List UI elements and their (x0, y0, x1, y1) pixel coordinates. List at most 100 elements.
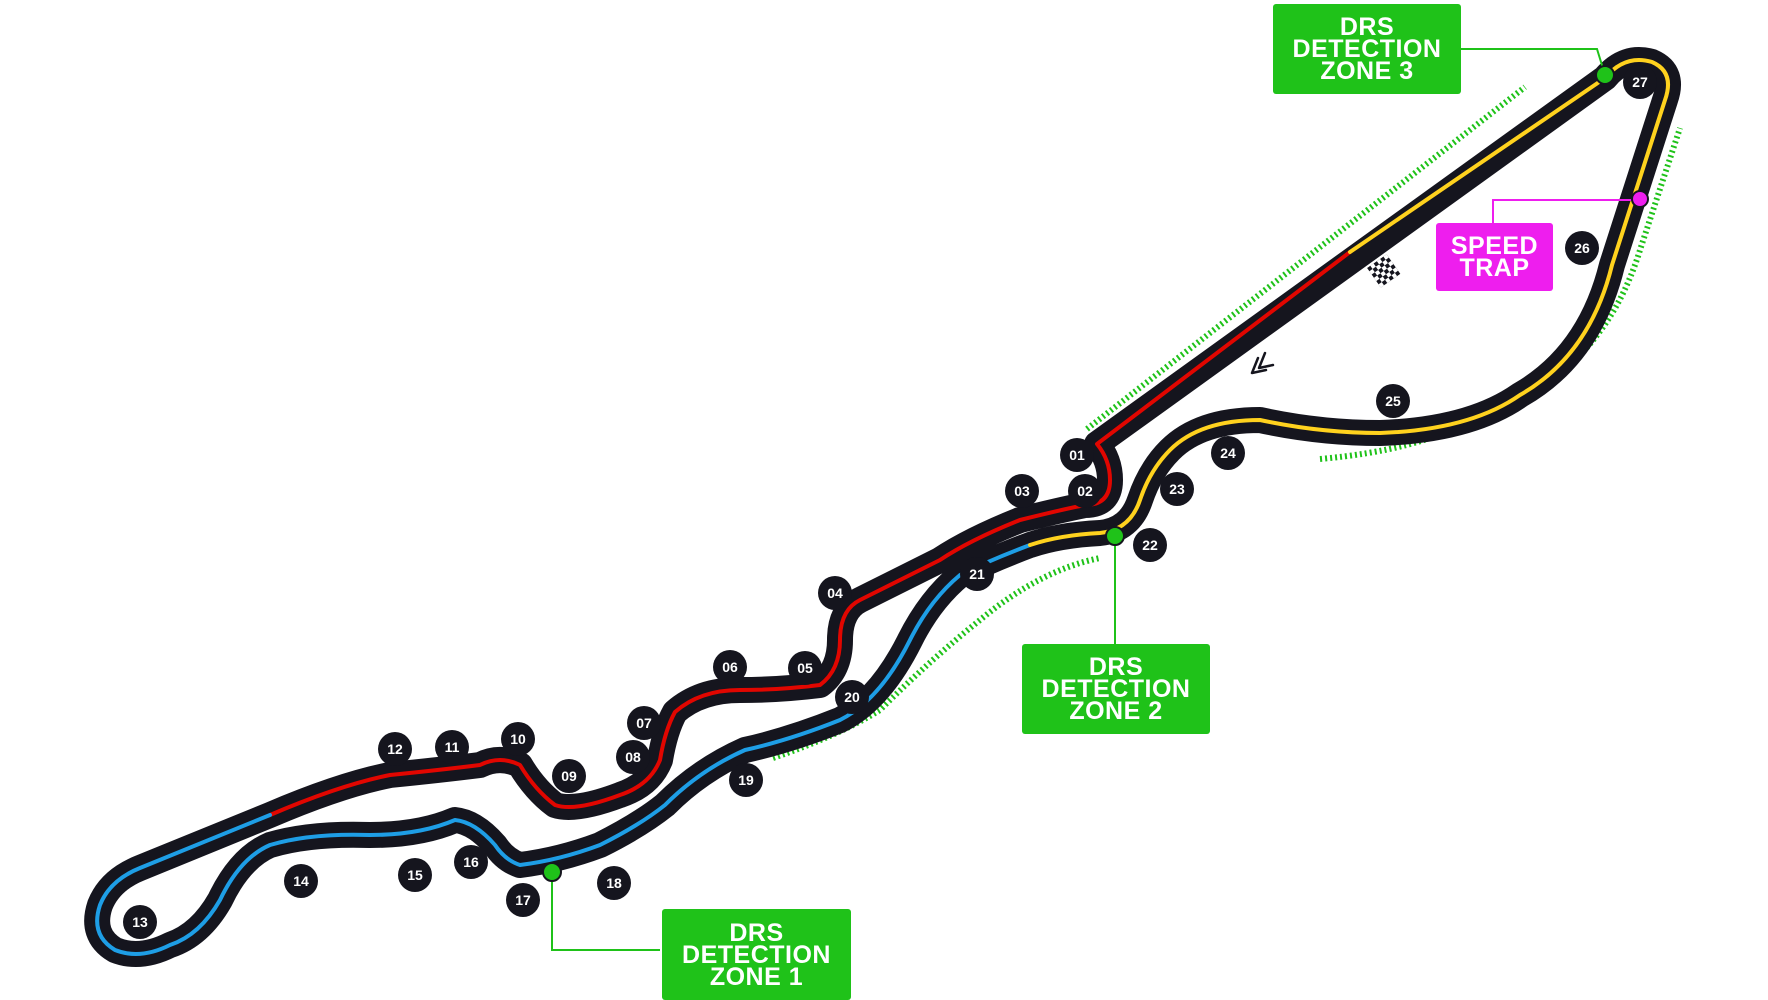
turn-number: 23 (1169, 481, 1185, 497)
turn-marker-badge (818, 576, 852, 610)
turn-marker-04: 04 (818, 576, 852, 610)
turn-marker-11: 11 (435, 730, 469, 764)
turn-number: 26 (1574, 240, 1590, 256)
turn-number: 15 (407, 867, 423, 883)
turn-marker-12: 12 (378, 732, 412, 766)
drs-zone-2-line-3: ZONE 2 (1069, 697, 1163, 725)
turn-marker-badge (788, 651, 822, 685)
turn-marker-18: 18 (597, 866, 631, 900)
turn-marker-badge (1565, 231, 1599, 265)
turn-marker-badge (506, 883, 540, 917)
turn-marker-19: 19 (729, 763, 763, 797)
turn-number: 21 (969, 566, 985, 582)
turn-marker-badge (1068, 474, 1102, 508)
turn-marker-badge (729, 763, 763, 797)
turn-marker-20: 20 (835, 680, 869, 714)
track-sector-2 (95, 543, 1032, 956)
turn-number: 12 (387, 741, 403, 757)
turn-marker-17: 17 (506, 883, 540, 917)
turn-number: 18 (606, 875, 622, 891)
turn-marker-badge (960, 557, 994, 591)
drs-zone-2-line-2: DETECTION (1041, 675, 1191, 703)
turn-marker-13: 13 (123, 905, 157, 939)
turn-number: 10 (510, 731, 526, 747)
turn-number: 19 (738, 772, 754, 788)
turn-marker-07: 07 (627, 706, 661, 740)
turn-marker-16: 16 (454, 845, 488, 879)
speed-trap-label: SPEED TRAP (1436, 223, 1553, 291)
chequered-flag-icon (1367, 254, 1401, 288)
turn-marker-badge (616, 740, 650, 774)
turn-number: 02 (1077, 483, 1093, 499)
turn-marker-badge (435, 730, 469, 764)
turn-marker-badge (713, 650, 747, 684)
turn-number: 22 (1142, 537, 1158, 553)
drs-zone-1-line-2: DETECTION (682, 940, 831, 969)
turn-number: 03 (1014, 483, 1030, 499)
turn-number: 25 (1385, 393, 1401, 409)
direction-chevron-icon (1250, 351, 1275, 375)
drs-detection-point-3 (1595, 65, 1615, 85)
turn-marker-badge (501, 722, 535, 756)
drs-zone-3-line-3: ZONE 3 (1320, 57, 1414, 85)
turn-marker-badge (398, 858, 432, 892)
turn-number: 01 (1069, 447, 1085, 463)
turn-number: 16 (463, 854, 479, 870)
drs-zone-1-line-1: DRS (729, 918, 784, 947)
turn-number: 05 (797, 660, 813, 676)
turn-number: 13 (132, 914, 148, 930)
drs-zone-3-line-2: DETECTION (1292, 35, 1442, 63)
connector-drs-zone-3 (1460, 48, 1606, 76)
turn-marker-badge (1211, 436, 1245, 470)
turn-number: 20 (844, 689, 860, 705)
turn-number: 08 (625, 749, 641, 765)
turn-marker-badge (835, 680, 869, 714)
turn-marker-25: 25 (1376, 384, 1410, 418)
turn-marker-badge (284, 864, 318, 898)
track-sector-1 (268, 250, 1352, 817)
turn-marker-badge (597, 866, 631, 900)
turn-marker-badge (454, 845, 488, 879)
turn-marker-14: 14 (284, 864, 318, 898)
turn-number: 27 (1632, 74, 1648, 90)
turn-marker-badge (1060, 438, 1094, 472)
turn-marker-08: 08 (616, 740, 650, 774)
speed-trap-line-2: TRAP (1459, 254, 1530, 282)
turn-number: 24 (1220, 445, 1236, 461)
drs-detection-zone-2-label: DRS DETECTION ZONE 2 (1022, 644, 1210, 734)
turn-marker-01: 01 (1060, 438, 1094, 472)
drs-detection-zone-1-label: DRS DETECTION ZONE 1 (662, 909, 851, 1000)
drs-zone-markers (772, 84, 1683, 761)
turn-marker-23: 23 (1160, 472, 1194, 506)
turn-marker-05: 05 (788, 651, 822, 685)
turn-marker-02: 02 (1068, 474, 1102, 508)
turn-marker-badge (1160, 472, 1194, 506)
turn-marker-06: 06 (713, 650, 747, 684)
turn-marker-22: 22 (1133, 528, 1167, 562)
turn-marker-badge (1133, 528, 1167, 562)
turn-marker-10: 10 (501, 722, 535, 756)
turn-marker-26: 26 (1565, 231, 1599, 265)
speed-trap-point (1631, 190, 1649, 208)
turn-number: 04 (827, 585, 843, 601)
turn-marker-03: 03 (1005, 474, 1039, 508)
turn-marker-badge (1005, 474, 1039, 508)
drs-zone-marker-sector2 (772, 555, 1101, 761)
turn-number: 07 (636, 715, 652, 731)
turn-number: 14 (293, 873, 309, 889)
turn-marker-badge (1623, 65, 1657, 99)
turn-marker-badge (378, 732, 412, 766)
drs-detection-zone-3-label: DRS DETECTION ZONE 3 (1273, 4, 1461, 94)
connector-drs-zone-1 (551, 865, 660, 951)
turn-marker-24: 24 (1211, 436, 1245, 470)
turn-number: 06 (722, 659, 738, 675)
track-sector-3 (1028, 58, 1670, 547)
speed-trap-line-1: SPEED (1450, 232, 1539, 260)
drs-zone-3-line-1: DRS (1339, 13, 1395, 41)
turn-marker-27: 27 (1623, 65, 1657, 99)
turn-marker-09: 09 (552, 759, 586, 793)
turn-markers: 01 02 03 04 05 06 07 08 09 10 11 12 13 14 15 16 17 18 19 20… (123, 65, 1657, 939)
turn-marker-badge (627, 706, 661, 740)
connector-speed-trap (1492, 199, 1638, 225)
